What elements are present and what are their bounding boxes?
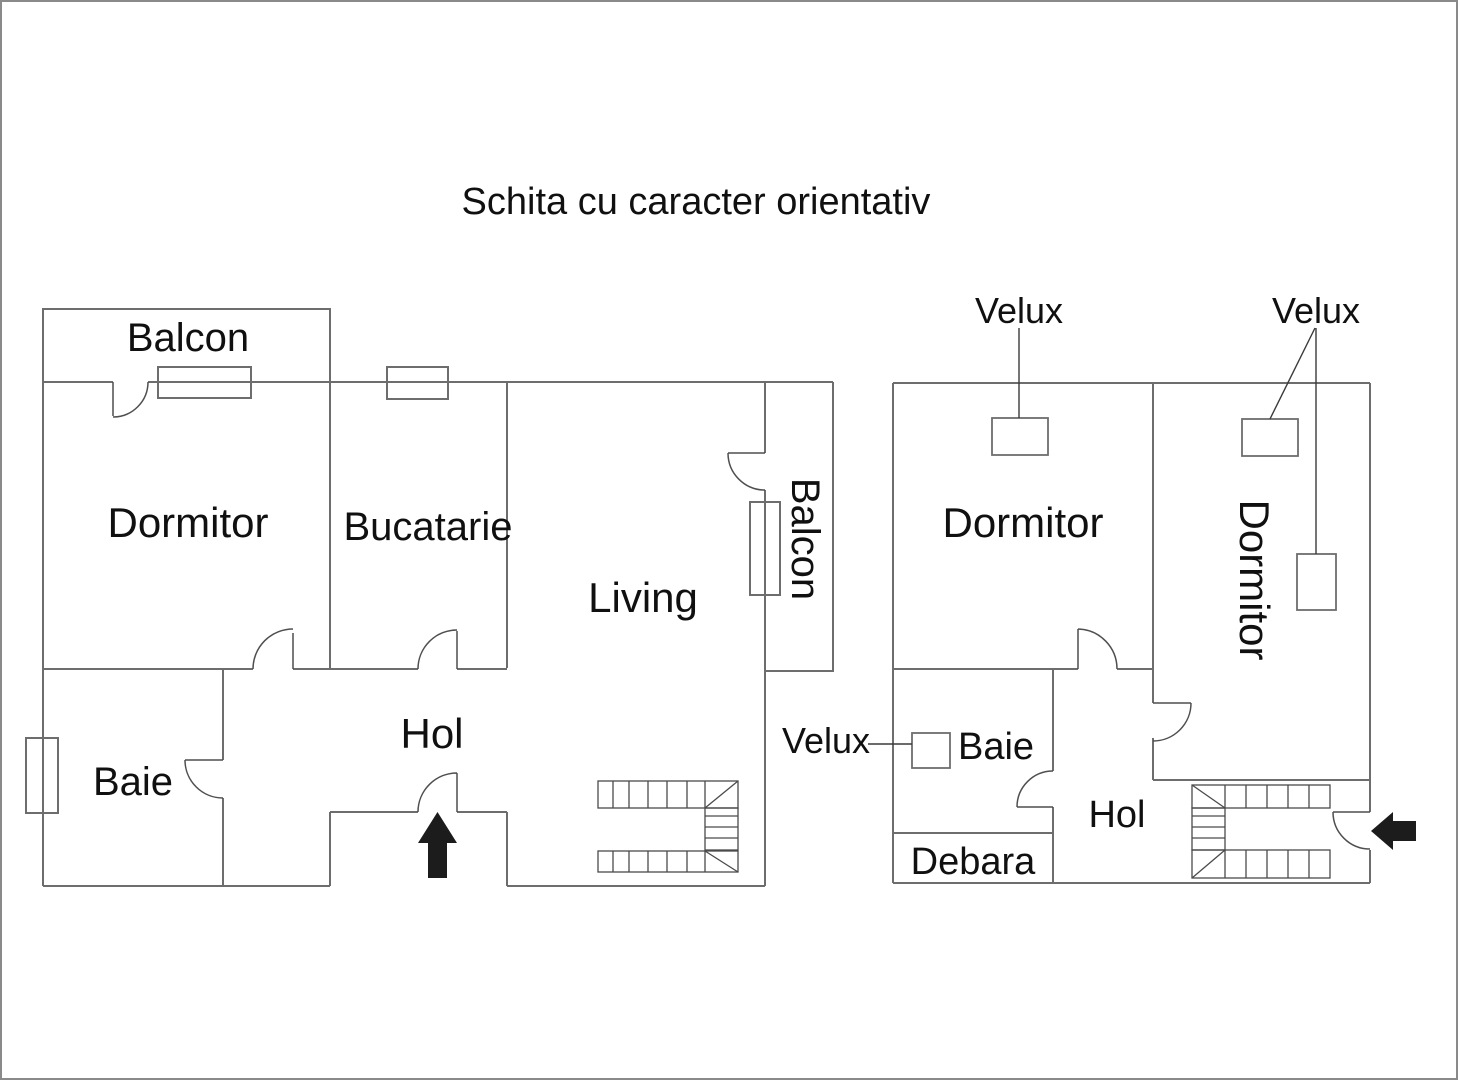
- hol-bottom-wall: [330, 811, 508, 886]
- room-label-bucatarie: Bucatarie: [344, 505, 513, 549]
- velux-window-dormitor-right-b: [1296, 553, 1337, 611]
- room-label-dormitor: Dormitor: [107, 499, 268, 546]
- room-label-baie: Baie: [93, 760, 173, 804]
- room-label-baie: Baie: [958, 726, 1034, 768]
- door-living-balcony: [727, 452, 766, 491]
- room-label-hol: Hol: [400, 710, 463, 757]
- staircase: [1191, 784, 1331, 879]
- velux-label-dormitor-left: Velux: [975, 290, 1063, 331]
- page-title: Schita cu caracter orientativ: [462, 181, 931, 223]
- door-baie: [1016, 770, 1054, 808]
- door-dormitor-left: [1077, 628, 1118, 670]
- velux-label-baie: Velux: [782, 720, 870, 761]
- room-label-living: Living: [588, 574, 698, 621]
- window-dormitor-balcony: [157, 366, 252, 399]
- outline-walls: [892, 382, 1371, 884]
- room-label-hol: Hol: [1088, 794, 1145, 836]
- window-baie: [25, 737, 59, 814]
- velux-leader-dormitor-right-a: [1269, 327, 1316, 420]
- room-label-dormitor-right: Dormitor: [1231, 499, 1278, 660]
- entry-arrow-left-icon: [1371, 812, 1416, 850]
- balcony-top-walls: [42, 308, 331, 382]
- bottom-wall-left: [43, 812, 331, 887]
- staircase: [597, 780, 739, 873]
- window-living-balcony: [749, 501, 781, 596]
- room-label-balcon-top: Balcon: [127, 316, 249, 360]
- room-label-dormitor-left: Dormitor: [942, 499, 1103, 546]
- door-entry: [417, 772, 458, 813]
- room-label-balcon-right: Balcon: [783, 478, 827, 600]
- door-entry: [1332, 811, 1371, 850]
- door-balcony: [112, 381, 149, 418]
- velux-window-dormitor-right-a: [1241, 418, 1299, 457]
- velux-window-baie: [911, 732, 951, 769]
- velux-label-dormitor-right: Velux: [1272, 290, 1360, 331]
- floor-plan-right: Velux Velux Velux Dormitor Dormitor Baie…: [782, 290, 1416, 884]
- door-dormitor-right: [1152, 702, 1192, 742]
- door-bucatarie: [417, 629, 458, 670]
- balcony-right-walls: [765, 382, 834, 672]
- room-label-debara: Debara: [911, 841, 1036, 883]
- velux-window-dormitor-left: [991, 417, 1049, 456]
- door-dormitor: [252, 628, 294, 670]
- door-baie: [184, 759, 224, 799]
- floor-plan-left: Balcon Dormitor Bucatarie Living Balcon …: [25, 308, 834, 887]
- window-bucatarie: [386, 366, 449, 400]
- entry-arrow-up-icon: [418, 812, 457, 878]
